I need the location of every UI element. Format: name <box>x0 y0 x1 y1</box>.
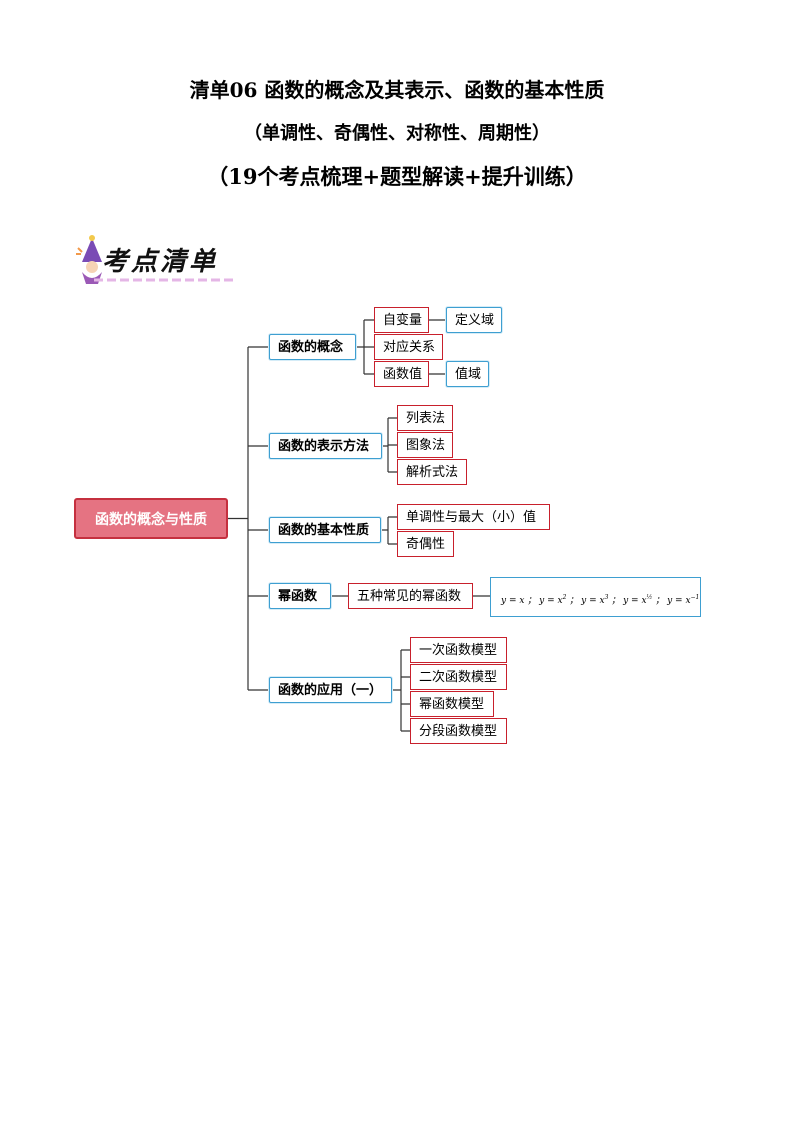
power-function-formulas: y = x ； y = x2 ； y = x3 ； y = x½ ； y = x… <box>490 577 701 617</box>
leaf-quadratic-model: 二次函数模型 <box>410 664 507 690</box>
leaf-graph-method: 图象法 <box>397 432 453 458</box>
document-subtitle-topics: （单调性、奇偶性、对称性、周期性） <box>244 123 550 144</box>
leaf-piecewise-model: 分段函数模型 <box>410 718 507 744</box>
leaf-five-power-functions: 五种常见的幂函数 <box>348 583 473 609</box>
leaf-correspondence: 对应关系 <box>374 334 443 360</box>
mind-map: 函数的概念与性质 函数的概念 自变量 定义域 对应关系 函数值 值域 函数的表示… <box>0 290 794 760</box>
leaf-parity: 奇偶性 <box>397 531 454 557</box>
leaf-function-value: 函数值 <box>374 361 429 387</box>
leaf-table-method: 列表法 <box>397 405 453 431</box>
document-title: 清单06 函数的概念及其表示、函数的基本性质 <box>189 78 605 102</box>
root-node: 函数的概念与性质 <box>74 498 228 539</box>
leaf-formula-method: 解析式法 <box>397 459 467 485</box>
power-function-formula-text: y = x ； y = x2 ； y = x3 ； y = x½ ； y = x… <box>501 594 700 606</box>
leaf-power-model: 幂函数模型 <box>410 691 494 717</box>
section-badge: 考点清单 <box>72 234 237 286</box>
leaf-independent-variable: 自变量 <box>374 307 429 333</box>
branch-power-function: 幂函数 <box>269 583 331 609</box>
branch-function-concept: 函数的概念 <box>269 334 356 360</box>
branch-representation: 函数的表示方法 <box>269 433 382 459</box>
branch-basic-properties: 函数的基本性质 <box>269 517 381 543</box>
mind-map-connectors <box>228 319 490 732</box>
leaf-range: 值域 <box>446 361 489 387</box>
leaf-linear-model: 一次函数模型 <box>410 637 507 663</box>
section-badge-label: 考点清单 <box>102 247 219 277</box>
leaf-monotonicity: 单调性与最大（小）值 <box>397 504 550 530</box>
badge-underline <box>94 278 234 282</box>
document-subtitle-scope: （19个考点梳理+题型解读+提升训练） <box>207 164 587 189</box>
branch-applications: 函数的应用（一） <box>269 677 392 703</box>
leaf-domain: 定义域 <box>446 307 502 333</box>
